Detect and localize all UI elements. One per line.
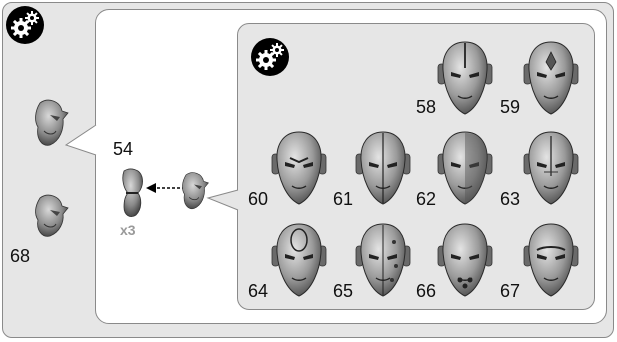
gears-icon: [6, 6, 44, 44]
goblin-head-part: [35, 194, 69, 237]
step-number: 54: [113, 139, 134, 159]
robot-head-option-oval-crest: [271, 223, 327, 297]
head-option-number: 60: [248, 189, 269, 209]
quantity-label: x3: [120, 222, 136, 238]
gears-icon: [251, 38, 289, 76]
part-number-label: 68: [10, 246, 31, 266]
robot-head-option-visor: [523, 223, 579, 297]
robot-head-option-crested: [437, 41, 493, 115]
robot-head-option-split: [355, 131, 411, 205]
head-option-number: 58: [416, 97, 437, 117]
head-option-number: 64: [248, 281, 269, 301]
robot-head-option-skull: [437, 223, 493, 297]
robot-head-option-marked: [523, 131, 579, 205]
robot-head-option-studded: [355, 223, 411, 297]
goblin-head-part: [35, 99, 69, 146]
head-option-number: 66: [416, 281, 437, 301]
robot-head-option-headphones-frown: [271, 131, 327, 205]
head-option-number: 62: [416, 189, 437, 209]
head-option-number: 63: [500, 189, 521, 209]
goblin-head-part: [182, 172, 209, 210]
head-option-number: 59: [500, 97, 521, 117]
head-option-number: 67: [500, 281, 521, 301]
head-option-number: 61: [333, 189, 354, 209]
robot-head-option-gem: [523, 41, 579, 115]
robot-head-option-half-shade: [437, 131, 493, 205]
body-neck-part: [122, 168, 143, 217]
head-option-number: 65: [333, 281, 354, 301]
